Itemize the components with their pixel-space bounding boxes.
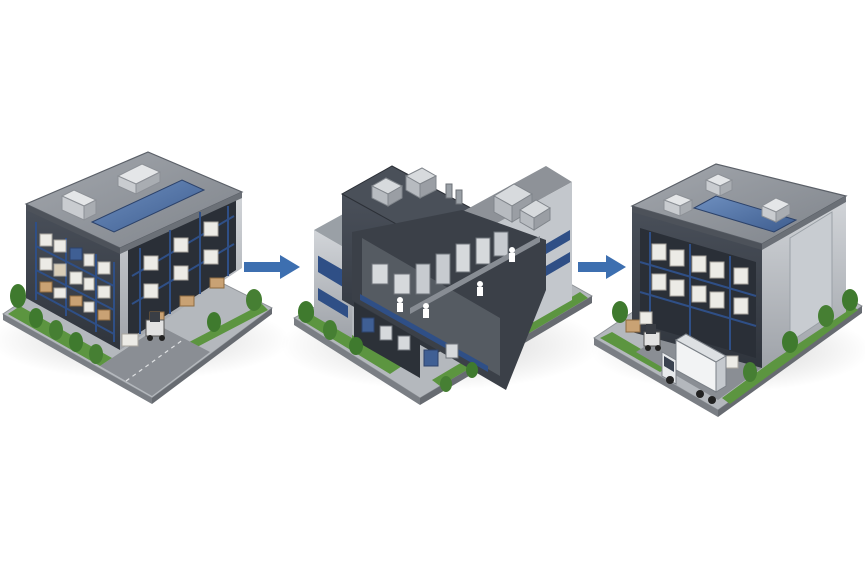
distribution-trees	[612, 289, 858, 382]
warehouse-storage-racks	[35, 222, 115, 342]
raw-materials-warehouse	[0, 151, 290, 404]
warehouse-forklift	[145, 312, 165, 341]
distribution-solar-panel	[692, 195, 798, 233]
delivery-truck	[661, 333, 728, 404]
factory-trees	[298, 301, 478, 392]
factory-right-rooftop-units	[493, 183, 551, 231]
distribution-storage-racks	[639, 232, 757, 350]
manufacturing-facility	[280, 165, 600, 405]
warehouse-hvac-units	[60, 163, 162, 221]
flow-arrow-1	[244, 255, 300, 279]
distribution-center	[590, 163, 865, 417]
flow-arrow-2	[578, 255, 626, 279]
factory-lower-machines	[361, 317, 459, 367]
warehouse-side-racks	[131, 206, 235, 334]
warehouse-trees	[10, 284, 262, 364]
factory-rooftop-equipment	[370, 167, 463, 207]
ground-pallet	[121, 333, 139, 347]
distribution-hvac-units	[662, 173, 792, 223]
warehouse-solar-panel	[90, 179, 206, 233]
distribution-forklift	[643, 324, 661, 351]
